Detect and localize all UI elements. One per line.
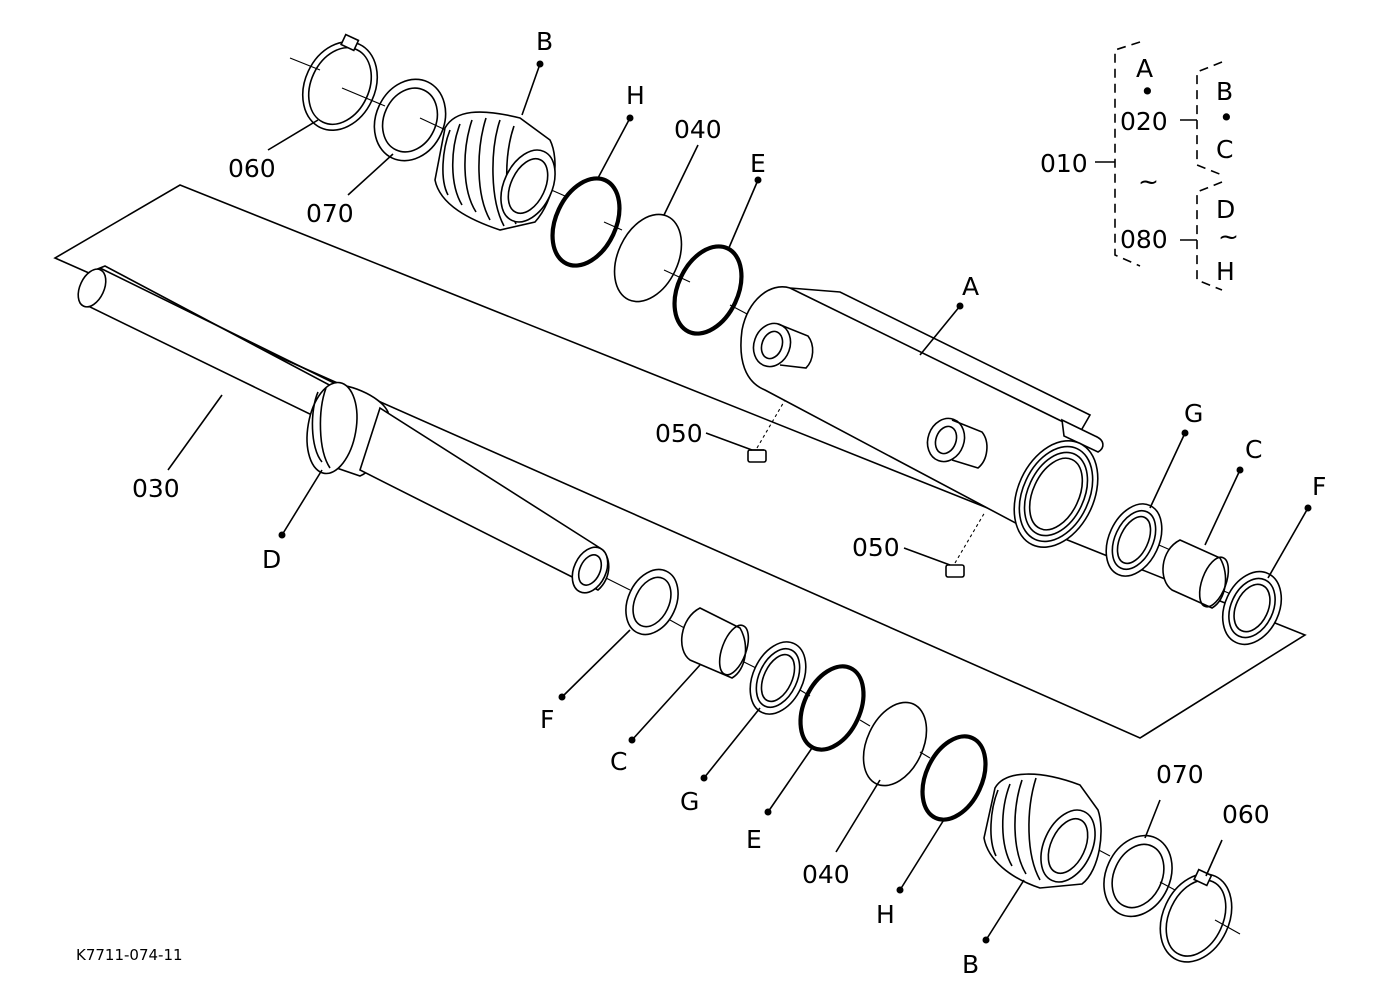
- snap-ring-060-lower: [1159, 868, 1233, 963]
- callout-060-top: 060: [228, 154, 276, 183]
- leader-lines: [167, 60, 1312, 944]
- callout-g-right: G: [1184, 399, 1203, 428]
- o-ring-h-lower: [920, 734, 988, 822]
- label-assembly-a: A: [1136, 54, 1153, 83]
- cylinder-cap-b-top: [434, 111, 556, 231]
- callout-070-top: 070: [306, 199, 354, 228]
- washer-070-lower: [1103, 834, 1173, 918]
- label-080: 080: [1120, 225, 1168, 254]
- callout-e-lower: E: [746, 825, 762, 854]
- parts-hierarchy-key: 010 A • 020 ~ 080 B • C D ~ H: [1040, 41, 1239, 291]
- wiper-f-right: [1221, 570, 1283, 646]
- callout-labels: 060 070 B H 040 E A 050 050 G C F 030 D …: [132, 27, 1326, 979]
- callout-040-lower: 040: [802, 860, 850, 889]
- callout-070-lower: 070: [1156, 760, 1204, 789]
- set-screw-050-lower: [945, 511, 986, 578]
- callout-050-lower: 050: [852, 533, 900, 562]
- label-group-h: H: [1216, 257, 1235, 286]
- callout-g-lower: G: [680, 787, 699, 816]
- label-assembly-a-sep: •: [1140, 77, 1155, 106]
- backup-ring-040-lower: [862, 701, 928, 787]
- label-range-sep: ~: [1138, 167, 1159, 196]
- bushing-c-lower: [681, 607, 750, 679]
- cylinder-tube-a: [740, 286, 1104, 549]
- o-ring-e-top: [672, 244, 744, 336]
- callout-e-top: E: [750, 149, 766, 178]
- label-group-dh-sep: ~: [1218, 222, 1239, 251]
- callout-b-top: B: [536, 27, 553, 56]
- set-screw-050-upper: [747, 399, 786, 463]
- label-group-bc-sep: •: [1219, 103, 1234, 132]
- label-010: 010: [1040, 149, 1088, 178]
- label-group-b: B: [1216, 77, 1233, 106]
- o-ring-h-top: [550, 176, 622, 268]
- callout-c-lower: C: [610, 747, 627, 776]
- callout-030: 030: [132, 474, 180, 503]
- snap-ring-060-top: [301, 33, 379, 132]
- rod-seal-g-lower: [749, 641, 807, 715]
- assembly-boundary: [53, 184, 1307, 739]
- callout-c-right: C: [1245, 435, 1262, 464]
- rod-seal-g-right: [1105, 503, 1163, 577]
- callout-h-top: H: [626, 81, 645, 110]
- bushing-c-right: [1162, 539, 1230, 609]
- callout-b-lower: B: [962, 950, 979, 979]
- callout-050-upper: 050: [655, 419, 703, 448]
- callout-h-lower: H: [876, 900, 895, 929]
- callout-f-lower: F: [540, 705, 554, 734]
- label-group-d: D: [1216, 195, 1235, 224]
- callout-040-top: 040: [674, 115, 722, 144]
- callout-060-lower: 060: [1222, 800, 1270, 829]
- wiper-f-lower: [625, 568, 679, 636]
- callout-f-right: F: [1312, 472, 1326, 501]
- label-020: 020: [1120, 107, 1168, 136]
- backup-ring-040-top: [613, 213, 683, 303]
- washer-070-top: [373, 78, 447, 162]
- label-group-c: C: [1216, 135, 1233, 164]
- cylinder-cap-b-lower: [983, 773, 1102, 889]
- callout-a: A: [962, 272, 979, 301]
- callout-d: D: [262, 545, 281, 574]
- piston-rod-030: [77, 265, 610, 594]
- o-ring-e-lower: [798, 664, 866, 752]
- drawing-number: K7711-074-11: [76, 946, 183, 964]
